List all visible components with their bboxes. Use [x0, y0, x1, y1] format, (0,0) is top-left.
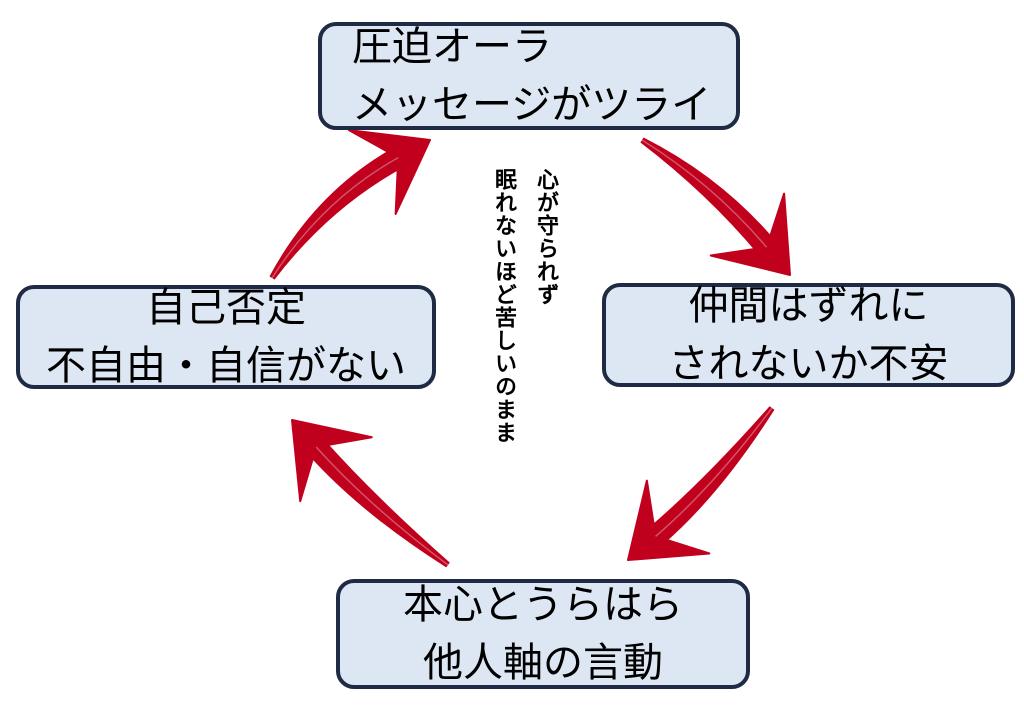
arrow-bottom-to-left-shaft [307, 439, 450, 568]
arrow-right-to-bottom-shaft [648, 406, 775, 545]
arrow-top-to-right-highlight [641, 139, 768, 248]
node-inconsistent-behavior: 本心とうらはら 他人軸の言動 [336, 579, 750, 689]
node-self-denial: 自己否定 不自由・自信がない [16, 285, 436, 389]
node-oppressive-aura: 圧迫オーラ メッセージがツライ [318, 22, 740, 130]
arrow-left-to-top [269, 129, 431, 280]
arrow-right-to-bottom [627, 406, 775, 561]
arrow-top-to-right-shaft [640, 137, 775, 255]
node-left-line-1: 自己否定 [146, 285, 306, 331]
arrow-top-to-right-head [709, 192, 791, 276]
arrow-bottom-to-left-head [291, 419, 373, 503]
arrow-left-to-top-head [347, 129, 431, 216]
arrow-bottom-to-left-highlight [315, 446, 449, 566]
arrow-top-to-right [640, 137, 791, 276]
node-bottom-line-2: 他人軸の言動 [423, 640, 663, 686]
center-text-line-1: 心が守られず [533, 168, 558, 306]
node-fear-of-exclusion: 仲間はずれに されないか不安 [602, 283, 1015, 387]
node-right-line-2: されないか不安 [668, 341, 949, 387]
arrow-bottom-to-left [291, 419, 450, 568]
node-bottom-line-1: 本心とうらはら [403, 582, 683, 628]
arrow-right-to-bottom-highlight [655, 407, 773, 537]
node-left-line-2: 不自由・自信がない [46, 343, 406, 389]
node-right-line-1: 仲間はずれに [688, 283, 929, 329]
arrow-right-to-bottom-head [627, 479, 711, 561]
node-top-line-1: 圧迫オーラ [352, 24, 552, 70]
arrow-left-to-top-shaft [269, 148, 404, 280]
arrow-left-to-top-highlight [271, 156, 399, 279]
center-text-line-2: 眠れないほど苦しいのまま [491, 168, 516, 444]
node-top-line-2: メッセージがツライ [352, 82, 712, 128]
